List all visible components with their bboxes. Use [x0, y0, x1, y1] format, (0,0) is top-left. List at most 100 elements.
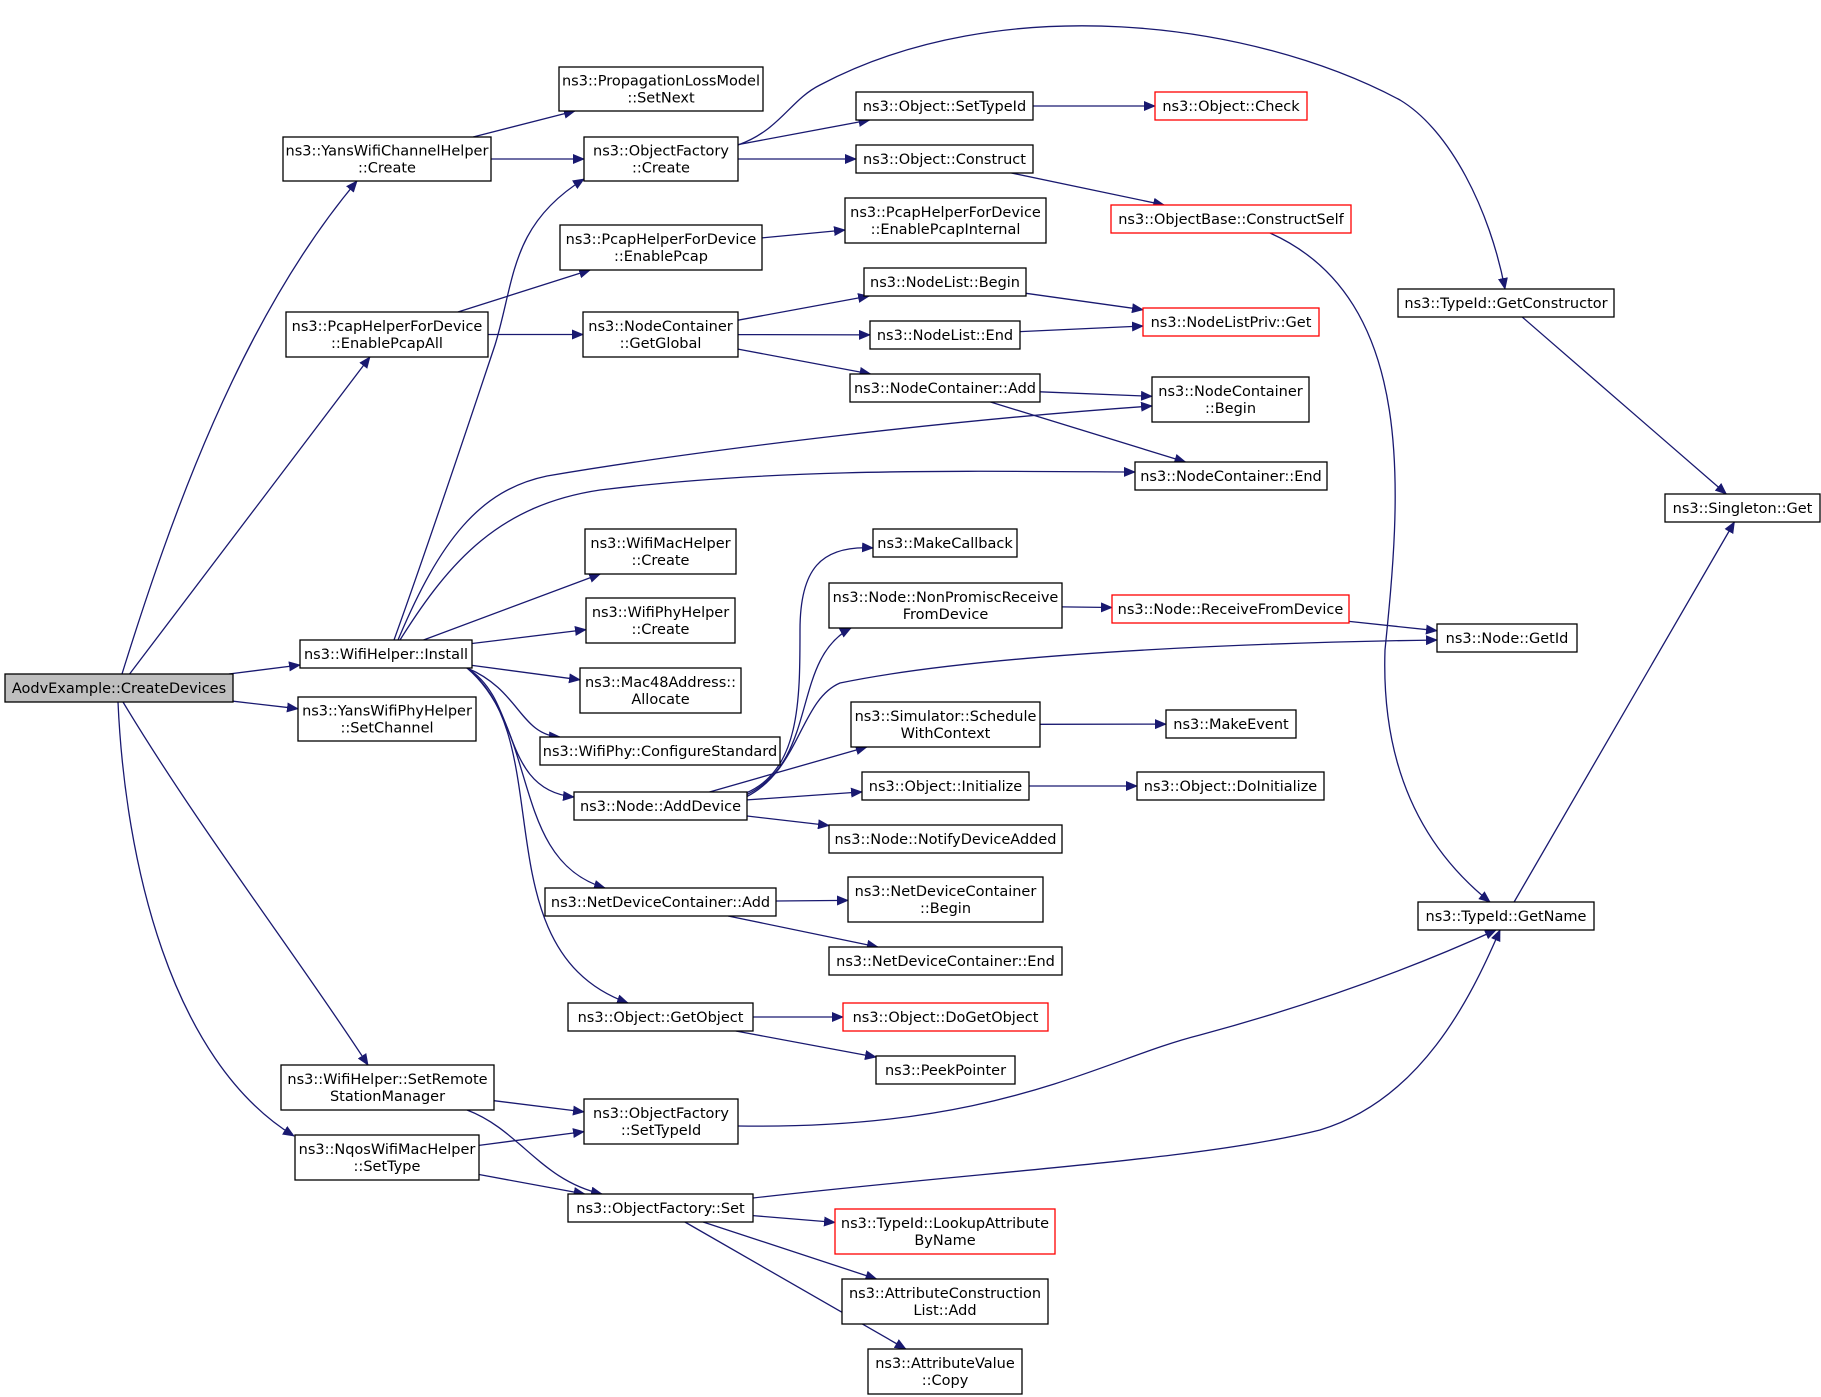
node-makeCallback[interactable]: ns3::MakeCallback	[872, 528, 1018, 558]
node-box	[1165, 709, 1297, 739]
edge-line	[1269, 232, 1491, 903]
node-box	[828, 946, 1063, 976]
node-ncAdd[interactable]: ns3::NodeContainer::Add	[849, 373, 1041, 403]
edge-nlEnd-to-nlpGet	[1019, 321, 1144, 333]
edge-line	[990, 401, 1187, 464]
node-label: ::Create	[632, 161, 690, 177]
edge-line	[466, 667, 575, 801]
node-box	[1142, 307, 1320, 337]
node-box	[828, 824, 1063, 854]
edge-wifiInstall-to-nodeAddDevice	[466, 667, 575, 801]
node-label: ::SetNext	[627, 91, 695, 107]
node-ndcAdd[interactable]: ns3::NetDeviceContainer::Add	[544, 887, 777, 917]
edge-nodeAddDevice-to-nodeGetId	[745, 635, 1438, 798]
node-label: WithContext	[901, 726, 991, 742]
node-makeEvent[interactable]: ns3::MakeEvent	[1165, 709, 1297, 739]
node-singletonGet[interactable]: ns3::Singleton::Get	[1664, 493, 1821, 523]
edge-obConstructSelf-to-tidGetName	[1269, 232, 1491, 903]
node-nlEnd[interactable]: ns3::NodeList::End	[869, 320, 1021, 350]
node-avCopy[interactable]: ns3::AttributeValue::Copy	[867, 1348, 1023, 1395]
node-nlBegin[interactable]: ns3::NodeList::Begin	[863, 267, 1027, 297]
edge-line	[1025, 292, 1144, 314]
edge-line	[122, 701, 369, 1066]
node-obConstructSelf[interactable]: ns3::ObjectBase::ConstructSelf	[1110, 204, 1352, 234]
node-label: ns3::Object::DoGetObject	[853, 1010, 1039, 1026]
edge-ncAdd-to-ncEnd	[990, 401, 1187, 464]
node-wifiMacCreate[interactable]: ns3::WifiMacHelper::Create	[584, 528, 737, 575]
node-label: ns3::PcapHelperForDevice	[566, 232, 757, 248]
node-ncGetGlobal[interactable]: ns3::NodeContainer::GetGlobal	[582, 311, 739, 358]
node-nodeGetId[interactable]: ns3::Node::GetId	[1436, 623, 1578, 653]
edge-nodeAddDevice-to-simSchedule	[709, 745, 868, 793]
edge-wifiInstall-to-wifiPhyCreate	[471, 625, 587, 645]
edge-nqosSetType-to-ofSet	[478, 1173, 586, 1197]
node-objDoGetObject[interactable]: ns3::Object::DoGetObject	[842, 1002, 1049, 1032]
node-wifiPhyCreate[interactable]: ns3::WifiPhyHelper::Create	[585, 597, 736, 644]
node-label: ns3::Node::ReceiveFromDevice	[1118, 602, 1344, 618]
node-tidGetCtor[interactable]: ns3::TypeId::GetConstructor	[1397, 288, 1615, 318]
node-objInitialize[interactable]: ns3::Object::Initialize	[861, 771, 1030, 801]
node-ncBegin[interactable]: ns3::NodeContainer::Begin	[1151, 376, 1310, 423]
edge-ofSetTypeId-to-tidGetName	[737, 929, 1497, 1127]
edge-line	[393, 178, 585, 641]
node-label: ::Create	[632, 553, 690, 569]
edge-wifiInstall-to-ncBegin	[397, 401, 1153, 641]
edge-line	[735, 1030, 877, 1061]
node-root[interactable]: AodvExample::CreateDevices	[4, 673, 234, 703]
node-nodeNotify[interactable]: ns3::Node::NotifyDeviceAdded	[828, 824, 1063, 854]
node-objCheck[interactable]: ns3::Object::Check	[1154, 91, 1308, 121]
node-label: ns3::MakeEvent	[1173, 717, 1289, 733]
edges-layer	[117, 25, 1735, 1350]
node-label: ns3::YansWifiChannelHelper	[286, 144, 489, 160]
node-propSetNext[interactable]: ns3::PropagationLossModel::SetNext	[558, 66, 764, 112]
node-wifiInstall[interactable]: ns3::WifiHelper::Install	[299, 639, 473, 669]
node-label: ns3::ObjectFactory::Set	[576, 1201, 745, 1217]
edge-line	[466, 667, 561, 742]
node-tidGetName[interactable]: ns3::TypeId::GetName	[1417, 901, 1595, 931]
node-nodeAddDevice[interactable]: ns3::Node::AddDevice	[573, 791, 748, 821]
node-yansPhySetChannel[interactable]: ns3::YansWifiPhyHelper::SetChannel	[297, 696, 477, 742]
node-label: ::EnablePcapAll	[331, 336, 443, 352]
node-ofSet[interactable]: ns3::ObjectFactory::Set	[567, 1193, 754, 1223]
edge-ofSet-to-aclAdd	[702, 1221, 878, 1281]
node-pcapInternal[interactable]: ns3::PcapHelperForDevice::EnablePcapInte…	[844, 197, 1047, 244]
node-pcapAll[interactable]: ns3::PcapHelperForDevice::EnablePcapAll	[285, 311, 489, 358]
node-peekPointer[interactable]: ns3::PeekPointer	[875, 1055, 1016, 1085]
edge-line	[746, 787, 863, 801]
node-objGetObject[interactable]: ns3::Object::GetObject	[567, 1002, 754, 1032]
node-nodeReceive[interactable]: ns3::Node::ReceiveFromDevice	[1111, 594, 1350, 624]
node-ncEnd[interactable]: ns3::NodeContainer::End	[1134, 461, 1328, 491]
node-ofSetTypeId[interactable]: ns3::ObjectFactory::SetTypeId	[583, 1098, 739, 1145]
node-box	[539, 736, 781, 766]
edge-nodeAddDevice-to-objInitialize	[746, 787, 863, 801]
edge-line	[466, 1109, 603, 1197]
edge-line	[761, 226, 846, 239]
node-label: ns3::WifiHelper::Install	[304, 647, 468, 663]
node-yansChanCreate[interactable]: ns3::YansWifiChannelHelper::Create	[282, 136, 492, 182]
node-nqosSetType[interactable]: ns3::NqosWifiMacHelper::SetType	[294, 1134, 480, 1181]
node-ndcBegin[interactable]: ns3::NetDeviceContainer::Begin	[847, 876, 1044, 923]
node-ndcEnd[interactable]: ns3::NetDeviceContainer::End	[828, 946, 1063, 976]
node-objConstruct[interactable]: ns3::Object::Construct	[855, 144, 1034, 174]
node-pcapEnable[interactable]: ns3::PcapHelperForDevice::EnablePcap	[559, 224, 763, 271]
node-nlpGet[interactable]: ns3::NodeListPriv::Get	[1142, 307, 1320, 337]
node-phyConfigStd[interactable]: ns3::WifiPhy::ConfigureStandard	[539, 736, 781, 766]
node-label: ns3::Node::NonPromiscReceive	[833, 590, 1059, 606]
node-macAllocate[interactable]: ns3::Mac48Address::Allocate	[579, 667, 742, 714]
edge-line	[737, 25, 1508, 290]
node-label: ByName	[914, 1233, 975, 1249]
edge-line	[129, 356, 371, 675]
edge-root-to-wifiSetRemote	[122, 701, 369, 1066]
node-label: ns3::PcapHelperForDevice	[850, 205, 1041, 221]
node-ofCreate[interactable]: ns3::ObjectFactory::Create	[583, 136, 739, 182]
node-objSetTypeId[interactable]: ns3::Object::SetTypeId	[855, 91, 1034, 121]
node-label: ns3::ObjectBase::ConstructSelf	[1118, 212, 1344, 228]
node-objDoInit[interactable]: ns3::Object::DoInitialize	[1136, 771, 1325, 801]
node-box	[583, 136, 739, 182]
node-box	[834, 1208, 1056, 1255]
